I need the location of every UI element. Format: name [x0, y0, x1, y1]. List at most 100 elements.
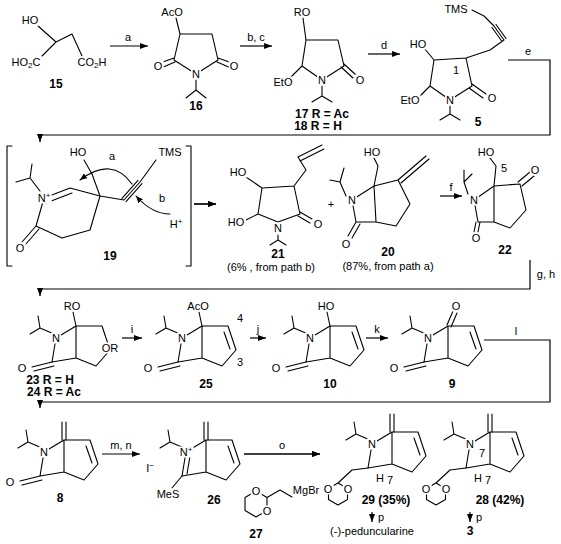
structure-label: 1 [452, 65, 460, 76]
structure-bond [7, 146, 191, 266]
structure-bond [160, 430, 240, 480]
compound-number: 26 [206, 494, 221, 506]
reagent-label: k [373, 324, 381, 335]
reaction-arrow [244, 453, 320, 454]
structure-bond [404, 362, 426, 371]
compound-number: 10 [322, 378, 337, 390]
structure-label: + [327, 199, 335, 210]
reaction-arrow [102, 453, 140, 454]
structure-bond [80, 169, 132, 184]
compound: 21(6% , from path b) [216, 142, 326, 274]
structure-bond [284, 316, 364, 366]
structure-bond [286, 362, 308, 371]
compound: (-)-peduncularine [316, 522, 428, 540]
structure-bond [160, 422, 240, 488]
structure-label: O [451, 301, 462, 312]
compound-number: 27 [248, 528, 263, 540]
reaction-arrow [469, 512, 470, 522]
structure-bond [246, 145, 324, 245]
compound-number: 25 [198, 378, 213, 390]
structure-label: 5 [500, 163, 508, 174]
structure-bond [228, 446, 234, 463]
structure-bond [20, 476, 42, 485]
structure-bond [447, 311, 457, 327]
structure-label: N [39, 447, 49, 458]
reagent-label: j [256, 324, 260, 335]
reaction-arrow [194, 203, 216, 204]
structure-label: N [317, 75, 327, 86]
compound-number: 28 (42%) [475, 494, 526, 506]
compound-number: 19 [102, 250, 117, 262]
reagent-label: g, h [536, 269, 556, 280]
structure-bond [224, 332, 230, 349]
structure-label: HO [317, 301, 336, 312]
structure-label: N [465, 439, 475, 450]
structure-label: HO [21, 15, 40, 26]
compound-number: 29 (35%) [361, 494, 412, 506]
structure-label: O [343, 484, 354, 495]
structure-label: H [473, 473, 483, 484]
structure-label: O [421, 484, 432, 495]
compound-number: 22 [497, 244, 512, 256]
structure-label: HO [227, 217, 246, 228]
reaction-arrow [40, 340, 550, 408]
structure-label: O [5, 477, 16, 488]
reaction-arrow [371, 512, 372, 522]
structure-bond [160, 18, 232, 98]
structure-bond [390, 414, 394, 432]
structure-label: H+ [169, 219, 184, 230]
yield-note: (87%, from path a) [341, 261, 434, 272]
reaction-arrow [122, 337, 142, 338]
structure-bond [444, 414, 524, 472]
structure-label: 7 [484, 475, 492, 486]
structure-bond [402, 311, 482, 371]
reagent-label: e [524, 46, 532, 57]
structure-label: O [251, 486, 262, 497]
reaction-arrow [40, 260, 530, 296]
structure-bond [18, 422, 98, 485]
compound: 29 (35%) [320, 408, 416, 512]
structure-bond [427, 468, 467, 505]
reaction-arrow [40, 60, 550, 142]
structure-bond [488, 414, 492, 432]
compound-number: 16 [188, 100, 203, 112]
structure-label: HO [229, 167, 248, 178]
reagent-label: i [130, 324, 134, 335]
structure-label: O [262, 506, 273, 517]
structure-bond [18, 430, 98, 480]
reagent-label: d [380, 40, 388, 51]
reagent-label: m, n [109, 440, 132, 451]
reagent-label: l [514, 326, 518, 337]
reaction-arrow [244, 453, 320, 454]
reaction-arrow [366, 337, 388, 338]
compound: 23 R = H24 R = Ac [4, 296, 122, 399]
compound-number: 23 R = H [25, 374, 75, 386]
compound-number: 20 [380, 246, 395, 258]
structure-label: N [423, 333, 433, 344]
compound: 26 [140, 408, 244, 512]
compound: 17 R = Ac18 R = H [272, 2, 368, 133]
structure-bond [32, 362, 54, 371]
reaction-arrow [240, 45, 272, 46]
structure-label: HO [477, 147, 496, 158]
structure-label: O [153, 61, 164, 72]
structure-label: N [191, 69, 201, 80]
reagent-label: a [124, 32, 132, 43]
structure-bond [327, 312, 330, 326]
structure-label: N [469, 195, 479, 206]
structure-label: 7 [478, 448, 486, 459]
compound: 8 [4, 408, 102, 508]
structure-bond [346, 414, 426, 472]
structure-bond [346, 422, 426, 472]
structure-label: O [271, 363, 282, 374]
reagent-label: p [377, 512, 385, 523]
structure-label: N [273, 223, 283, 234]
structure-label: TMS [157, 147, 182, 158]
compound: 20 (87%, from path a) [336, 142, 440, 274]
compound-number: 3 [466, 525, 475, 537]
structure-label: HO [69, 147, 88, 158]
structure-bond [156, 312, 236, 371]
reagent-label: f [448, 182, 453, 193]
structure-bond [158, 362, 180, 371]
compound-number: 18 R = H [293, 120, 343, 132]
